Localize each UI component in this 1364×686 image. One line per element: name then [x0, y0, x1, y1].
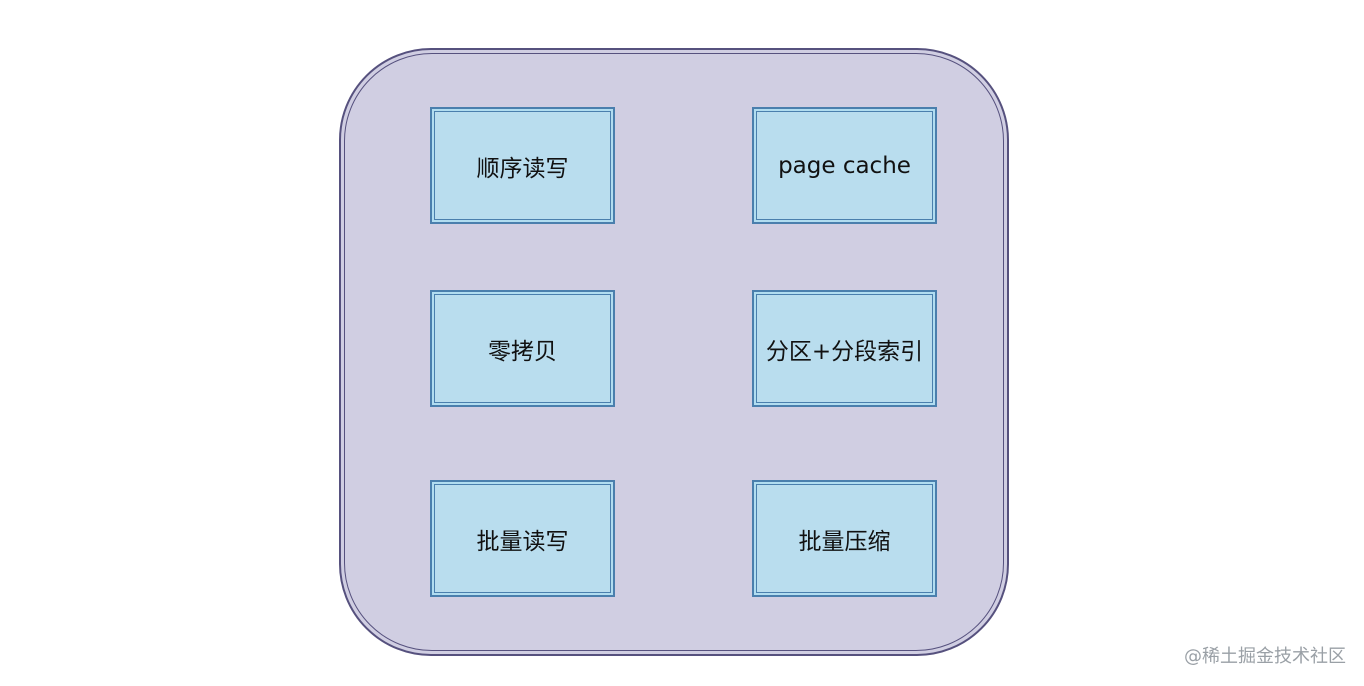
box-page-cache: page cache [752, 107, 937, 224]
box-inner: 批量压缩 [756, 484, 933, 593]
box-label: 零拷贝 [488, 338, 557, 365]
box-batch-read-write: 批量读写 [430, 480, 615, 597]
box-batch-compression: 批量压缩 [752, 480, 937, 597]
box-label: 顺序读写 [476, 155, 569, 182]
box-label: page cache [778, 152, 911, 179]
box-label: 批量读写 [476, 528, 569, 555]
box-label: 分区+分段索引 [765, 338, 924, 365]
box-zero-copy: 零拷贝 [430, 290, 615, 407]
box-inner: 分区+分段索引 [756, 294, 933, 403]
box-inner: page cache [756, 111, 933, 220]
box-inner: 零拷贝 [434, 294, 611, 403]
box-label: 批量压缩 [798, 528, 891, 555]
box-sequential-read-write: 顺序读写 [430, 107, 615, 224]
box-inner: 顺序读写 [434, 111, 611, 220]
watermark: @稀土掘金技术社区 [1184, 646, 1346, 667]
box-inner: 批量读写 [434, 484, 611, 593]
box-partition-segment-index: 分区+分段索引 [752, 290, 937, 407]
